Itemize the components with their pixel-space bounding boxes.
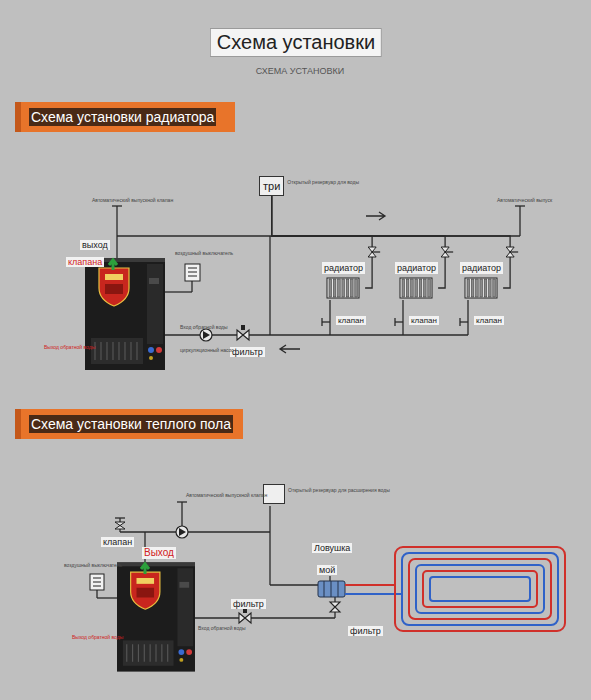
banner-text: Схема установки радиатора [29,108,216,126]
tank-note: Открытый резервуар для расширения воды [288,487,390,493]
radiator-fin [415,279,418,297]
radiator-symbol [326,276,360,300]
radiator-fin [338,279,341,297]
radiator-fin [493,279,496,297]
note-text: циркуляционный насос [180,348,234,354]
radiator-label: радиатор [395,262,438,274]
tank-note: Открытый резервуар для воды [287,179,359,185]
note-text: Вход обратной воды [198,626,246,632]
page-title: Схема установки [210,28,382,57]
part-label: фильтр [230,347,265,357]
part-label: Ловушка [312,543,352,553]
radiator-body [400,278,432,298]
radiator-symbol [399,276,433,300]
part-label: фильтр [231,599,266,609]
radiator-fin [351,279,354,297]
radiator-symbol [464,276,498,300]
section-banner: Схема установки теплого пола [15,409,243,439]
note-text: Выход обратной воды [44,345,95,351]
note-text: Вход обратной воды [180,325,228,331]
radiator-label: радиатор [322,262,365,274]
note-text: воздушный выключатель [64,563,122,569]
note-text: Автоматический выпускной клапан [92,198,173,204]
radiator-fin [333,279,336,297]
radiator-fin [411,279,414,297]
part-label: фильтр [348,626,383,636]
subtitle: СХЕМА УСТАНОВКИ [256,66,344,76]
radiator: радиатор [460,262,503,300]
tank-label: три [259,176,284,196]
part-label: клапан [409,316,439,325]
valve-handle [445,251,453,252]
note-text: Выход обратной воды [72,635,123,641]
section-banner: Схема установки радиатора [15,102,235,132]
radiator-body [327,278,359,298]
pipe-connector [272,196,445,288]
radiator: радиатор [322,262,365,300]
radiator-fin [346,279,349,297]
expansion-tank: триОткрытый резервуар для воды [259,176,359,196]
radiator-fin [419,279,422,297]
part-label: клапан [101,537,134,547]
note-text: Автоматический выпускной клапан [186,493,267,499]
radiator-fin [406,279,409,297]
part-label: клапан [336,316,366,325]
radiator-fin [467,279,470,297]
pipe-connector [272,196,372,288]
radiator-fin [476,279,479,297]
radiator-fin [480,279,483,297]
expansion-tank: Открытый резервуар для расширения воды [263,484,390,504]
part-label: клапана [66,257,104,267]
pipe-connector [272,196,510,288]
part-label: клапан [474,316,504,325]
radiator-fin [402,279,405,297]
radiator-fin [329,279,332,297]
radiator-fin [484,279,487,297]
banner-text: Схема установки теплого пола [29,415,233,433]
radiator-label: радиатор [460,262,503,274]
part-label: мой [317,565,337,575]
radiator-fin [471,279,474,297]
radiator-fin [489,279,492,297]
part-label: Выход [142,547,176,559]
radiator-fin [424,279,427,297]
radiator-fin [355,279,358,297]
note-text: воздушный выключатель [175,251,233,257]
radiator-fin [342,279,345,297]
note-text: Автоматический выпуск [497,198,552,204]
valve-handle [510,251,518,252]
radiator-fin [428,279,431,297]
valve-handle [372,251,380,252]
radiator: радиатор [395,262,438,300]
part-label: выход [80,240,110,250]
radiator-body [465,278,497,298]
